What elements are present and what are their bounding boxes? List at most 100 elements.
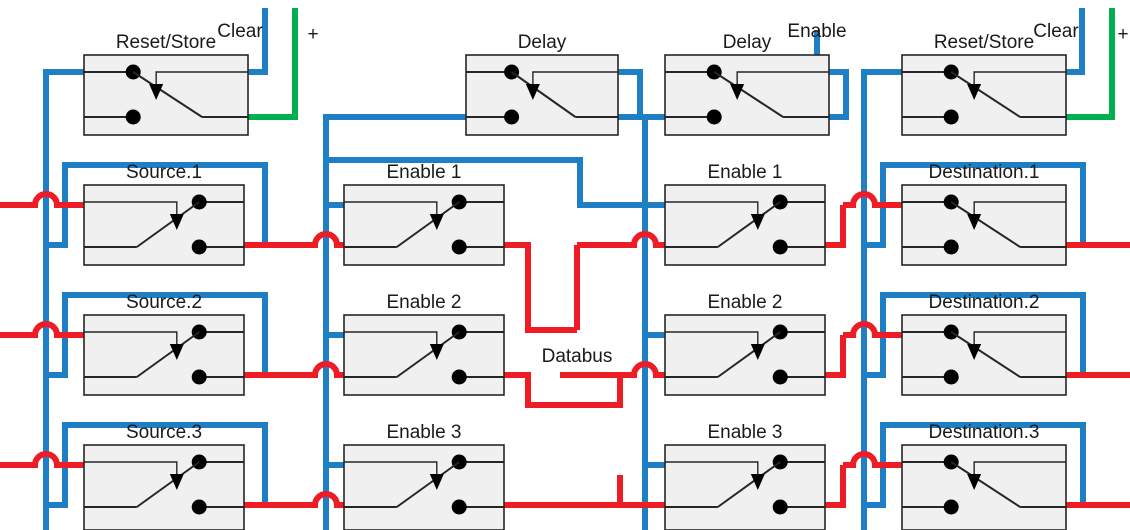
relay-contact-lower [191, 239, 207, 255]
relay-actuator-line [84, 331, 178, 348]
relay-blade [950, 201, 1021, 248]
relay-actuator-arrow [730, 84, 745, 100]
relay-actuator-line [155, 71, 248, 88]
relay-label: Source.1 [126, 162, 202, 183]
relay-actuator-line [973, 71, 1066, 88]
relay-reset-store-left[interactable]: Reset/Store [83, 32, 249, 136]
wire-plus-left [248, 8, 298, 120]
wire-delay1-feedback [618, 69, 643, 120]
relay-actuator-arrow [429, 474, 444, 490]
relay-blade [950, 461, 1021, 508]
relay-body[interactable] [901, 444, 1067, 530]
relay-label: Reset/Store [934, 32, 1034, 53]
wire-databus-to-enable-right-1 [577, 231, 665, 248]
relay-destination-1[interactable]: Destination.1 [901, 162, 1067, 266]
relay-body[interactable] [664, 54, 830, 136]
wire-enable-right-1-step [825, 205, 846, 248]
relay-enable-3-right[interactable]: Enable 3 [664, 422, 826, 530]
relay-body[interactable] [664, 314, 826, 396]
relay-actuator-line [344, 331, 438, 348]
relay-actuator-arrow [429, 344, 444, 360]
relay-label: Delay [723, 32, 772, 53]
label-plus-right: + [1117, 24, 1128, 45]
relay-body[interactable] [83, 314, 245, 396]
relay-body[interactable] [343, 184, 505, 266]
relay-reset-store-right[interactable]: Reset/Store [901, 32, 1067, 136]
relay-source-1[interactable]: Source.1 [83, 162, 245, 266]
relay-contact-lower [451, 499, 467, 515]
label-clear-right: Clear [1033, 21, 1079, 42]
relay-contact-lower [772, 369, 788, 385]
relay-body[interactable] [83, 184, 245, 266]
relay-blade [717, 331, 781, 378]
relay-actuator-line [973, 331, 1066, 348]
wire-databus-bracket-1 [504, 242, 577, 333]
relay-body[interactable] [901, 184, 1067, 266]
relay-body[interactable] [901, 314, 1067, 396]
relay-actuator-line [973, 201, 1066, 218]
relay-actuator-line [665, 201, 759, 218]
relay-contact-lower [943, 109, 959, 125]
wire-clear-left [248, 8, 268, 75]
relay-body[interactable] [901, 54, 1067, 136]
relay-contact-lower [191, 499, 207, 515]
relay-actuator-arrow [750, 474, 765, 490]
relay-actuator-line [344, 461, 438, 478]
wire-clear-right [1066, 8, 1085, 75]
relay-actuator-arrow [169, 214, 184, 230]
relay-actuator-arrow [967, 344, 982, 360]
relay-contact-lower [943, 239, 959, 255]
wire-enable-right-2-step [825, 335, 846, 378]
wire-destination-3-in [843, 451, 902, 468]
label-plus-left: + [307, 24, 318, 45]
wire-destination-1-in [843, 191, 902, 208]
wire-source-3-to-enable [244, 491, 344, 508]
relay-body[interactable] [465, 54, 619, 136]
relay-actuator-line [344, 201, 438, 218]
relay-actuator-line [84, 201, 178, 218]
relay-enable-1-right[interactable]: Enable 1 [664, 162, 826, 266]
relay-enable-2-left[interactable]: Enable 2 [343, 292, 505, 396]
wire-source-2-in [0, 321, 84, 338]
relay-label: Enable 1 [386, 162, 461, 183]
relay-enable-3-left[interactable]: Enable 3 [343, 422, 505, 530]
relay-actuator-line [973, 461, 1066, 478]
relay-blade [713, 71, 784, 118]
relay-body[interactable] [343, 314, 505, 396]
relay-blade [396, 461, 460, 508]
relay-blade [511, 71, 577, 118]
relay-actuator-arrow [169, 474, 184, 490]
wire-destination-2-in [843, 321, 902, 338]
wire-databus-bracket-2 [504, 372, 623, 408]
relay-label: Enable 1 [707, 162, 782, 183]
relay-source-3[interactable]: Source.3 [83, 422, 245, 530]
relay-contact-lower [451, 369, 467, 385]
relay-body[interactable] [664, 184, 826, 266]
relay-destination-3[interactable]: Destination.3 [901, 422, 1067, 530]
label-clear-left: Clear [217, 21, 263, 42]
relay-actuator-line [736, 71, 829, 88]
relay-actuator-arrow [967, 474, 982, 490]
relay-actuator-arrow [967, 214, 982, 230]
relay-actuator-arrow [750, 214, 765, 230]
relay-enable-2-right[interactable]: Enable 2 [664, 292, 826, 396]
wire-source-1-to-enable [244, 231, 344, 248]
relay-source-2[interactable]: Source.2 [83, 292, 245, 396]
relay-blade [136, 461, 200, 508]
relay-actuator-line [665, 461, 759, 478]
wire-enable-right-3-step [825, 465, 846, 508]
wire-databus-to-enable-right-2 [560, 361, 665, 378]
relay-destination-2[interactable]: Destination.2 [901, 292, 1067, 396]
relay-contact-lower [191, 369, 207, 385]
relay-label: Enable 3 [707, 422, 782, 443]
relay-body[interactable] [83, 54, 249, 136]
relay-contact-lower [772, 499, 788, 515]
relay-delay-2[interactable]: Delay [664, 32, 830, 136]
relay-label: Destination.2 [929, 292, 1040, 313]
wire-source-2-to-enable [244, 361, 344, 378]
wire-source-1-in [0, 191, 84, 208]
relay-enable-1-left[interactable]: Enable 1 [343, 162, 505, 266]
relay-delay-1[interactable]: Delay [465, 32, 619, 136]
